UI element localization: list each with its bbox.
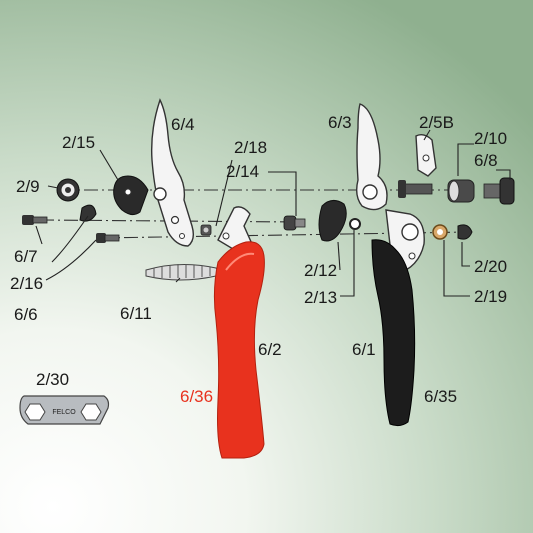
- label-6-8: 6/8: [474, 151, 498, 170]
- label-2-10: 2/10: [474, 129, 507, 148]
- label-6-4: 6/4: [171, 115, 195, 134]
- label-2-12: 2/12: [304, 261, 337, 280]
- label-6-2: 6/2: [258, 340, 282, 359]
- label-6-1: 6/1: [352, 340, 376, 359]
- label-2-14: 2/14: [226, 162, 259, 181]
- part-6-7: [22, 215, 48, 225]
- label-2-13: 2/13: [304, 288, 337, 307]
- part-2-9: [56, 178, 80, 202]
- label-2-9: 2/9: [16, 177, 40, 196]
- label-2-16: 2/16: [10, 274, 43, 293]
- axis-lower: [99, 231, 471, 239]
- part-2-14: [283, 215, 306, 231]
- part-2-30-wrench: FELCO: [19, 395, 110, 425]
- label-6-36: 6/36: [180, 387, 213, 406]
- label-2-18: 2/18: [234, 138, 267, 157]
- red-handle-6-36: [213, 206, 265, 459]
- part-6-6: [96, 233, 120, 243]
- part-6-8: [483, 177, 515, 205]
- leader-lines: [35, 129, 511, 297]
- part-labels: 6/4 2/15 2/18 2/9 2/14 6/7 2/16 6/6 6/11…: [10, 113, 507, 406]
- part-2-5b: [415, 133, 437, 177]
- label-6-11: 6/11: [120, 304, 152, 323]
- part-6-11: [145, 263, 219, 281]
- label-6-3: 6/3: [328, 113, 352, 132]
- label-6-35: 6/35: [424, 387, 457, 406]
- hex-socket-icon: [24, 403, 46, 421]
- upper-blade-6-4: [150, 98, 195, 247]
- pivot-bolt: [398, 180, 433, 198]
- label-2-19: 2/19: [474, 287, 507, 306]
- part-2-12: [318, 200, 347, 242]
- label-6-6: 6/6: [14, 305, 38, 324]
- label-2-5b: 2/5B: [419, 113, 454, 132]
- part-2-16: [79, 204, 97, 222]
- black-handle-6-35: [371, 209, 425, 427]
- part-2-15: [113, 175, 149, 216]
- cutting-blade-6-3: [355, 103, 388, 211]
- part-2-20: [457, 224, 473, 240]
- label-2-15: 2/15: [62, 133, 95, 152]
- part-2-13: [349, 218, 361, 230]
- felco-logo-text: FELCO: [52, 409, 76, 416]
- label-6-7: 6/7: [14, 247, 38, 266]
- part-2-18: [200, 224, 212, 236]
- part-2-10: [447, 179, 475, 203]
- label-2-30: 2/30: [36, 370, 69, 389]
- label-2-20: 2/20: [474, 257, 507, 276]
